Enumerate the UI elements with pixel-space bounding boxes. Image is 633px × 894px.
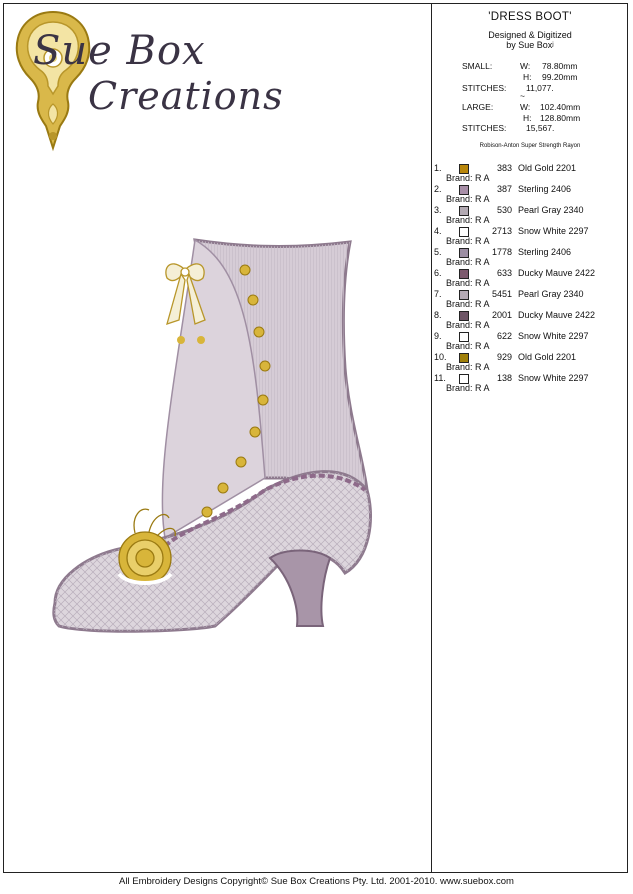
thread-name: Pearl Gray 2340 bbox=[518, 205, 584, 215]
logo-text-line1: Sue Box bbox=[33, 28, 206, 74]
thread-name: Snow White 2297 bbox=[518, 226, 589, 236]
large-stitches-label: STITCHES: bbox=[462, 123, 507, 133]
logo: Sue Box Creations bbox=[8, 8, 283, 158]
thread-name: Old Gold 2201 bbox=[518, 352, 577, 362]
thread-number: 2. bbox=[434, 184, 442, 194]
small-label: SMALL: bbox=[462, 61, 493, 71]
column-divider bbox=[431, 3, 432, 873]
thread-color-swatch bbox=[459, 353, 469, 363]
thread-name: Old Gold 2201 bbox=[518, 163, 577, 173]
thread-number: 1. bbox=[434, 163, 442, 173]
thread-code: 633 bbox=[496, 268, 512, 278]
thread-color-swatch bbox=[459, 290, 469, 300]
thread-code: 387 bbox=[496, 184, 512, 194]
thread-brand: Brand: R A bbox=[446, 173, 490, 183]
thread-name: Sterling 2406 bbox=[518, 247, 572, 257]
large-h-value: 128.80mm bbox=[540, 113, 581, 123]
thread-brand: Brand: R A bbox=[446, 362, 490, 372]
thread-brand-line: Robison-Anton Super Strength Rayon bbox=[479, 143, 581, 149]
thread-name: Snow White 2297 bbox=[518, 373, 589, 383]
thread-number: 7. bbox=[434, 289, 442, 299]
thread-code: 5451 bbox=[491, 289, 512, 299]
thread-code: 383 bbox=[496, 163, 512, 173]
thread-color-swatch bbox=[459, 311, 469, 321]
thread-brand: Brand: R A bbox=[446, 383, 490, 393]
thread-code: 622 bbox=[496, 331, 512, 341]
thread-number: 4. bbox=[434, 226, 442, 236]
thread-name: Pearl Gray 2340 bbox=[518, 289, 584, 299]
thread-color-swatch bbox=[459, 164, 469, 174]
large-label: LARGE: bbox=[462, 102, 494, 112]
thread-color-swatch bbox=[459, 185, 469, 195]
thread-number: 3. bbox=[434, 205, 442, 215]
large-stitches-value: 15,567. bbox=[526, 123, 555, 133]
design-title: 'DRESS BOOT' bbox=[488, 11, 572, 23]
thread-color-swatch bbox=[459, 248, 469, 258]
thread-brand: Brand: R A bbox=[446, 215, 490, 225]
copyright-footer: All Embroidery Designs Copyright© Sue Bo… bbox=[119, 876, 514, 887]
rosette bbox=[117, 508, 176, 585]
designed-by-line2: by Sue Boxʲ bbox=[506, 40, 554, 50]
small-w-value: 78.80mm bbox=[542, 61, 578, 71]
thread-code: 1778 bbox=[491, 247, 512, 257]
small-w-label: W: bbox=[520, 61, 531, 71]
small-h-value: 99.20mm bbox=[542, 72, 578, 82]
thread-brand: Brand: R A bbox=[446, 320, 490, 330]
page-border bbox=[3, 3, 628, 873]
thread-number: 6. bbox=[434, 268, 442, 278]
thread-code: 138 bbox=[496, 373, 512, 383]
thread-number: 10. bbox=[434, 352, 447, 362]
thread-number: 9. bbox=[434, 331, 442, 341]
thread-brand: Brand: R A bbox=[446, 236, 490, 246]
thread-color-swatch bbox=[459, 374, 469, 384]
thread-name: Ducky Mauve 2422 bbox=[518, 268, 596, 278]
designed-by-line1: Designed & Digitized bbox=[488, 30, 572, 40]
thread-color-swatch bbox=[459, 269, 469, 279]
thread-brand: Brand: R A bbox=[446, 278, 490, 288]
small-stitches-value: 11,077. bbox=[526, 83, 554, 93]
ornament-icon bbox=[15, 10, 91, 152]
thread-color-swatch bbox=[459, 227, 469, 237]
thread-number: 5. bbox=[434, 247, 442, 257]
thread-name: Snow White 2297 bbox=[518, 331, 589, 341]
thread-color-swatch bbox=[459, 332, 469, 342]
bow bbox=[165, 263, 206, 326]
thread-number: 11. bbox=[434, 373, 446, 383]
thread-code: 530 bbox=[496, 205, 512, 215]
small-stitches-label: STITCHES: bbox=[462, 83, 507, 93]
tilde-separator: ~ bbox=[520, 91, 525, 101]
logo-text-line2: Creations bbox=[88, 74, 284, 118]
thread-brand: Brand: R A bbox=[446, 194, 490, 204]
thread-color-swatch bbox=[459, 206, 469, 216]
small-h-label: H: bbox=[523, 72, 532, 82]
boot-illustration bbox=[52, 238, 373, 633]
thread-brand: Brand: R A bbox=[446, 341, 490, 351]
large-w-value: 102.40mm bbox=[540, 102, 581, 112]
large-h-label: H: bbox=[523, 113, 532, 123]
thread-name: Sterling 2406 bbox=[518, 184, 572, 194]
thread-brand: Brand: R A bbox=[446, 257, 490, 267]
thread-brand: Brand: R A bbox=[446, 299, 490, 309]
thread-number: 8. bbox=[434, 310, 442, 320]
large-w-label: W: bbox=[520, 102, 531, 112]
thread-code: 929 bbox=[496, 352, 512, 362]
thread-code: 2001 bbox=[491, 310, 512, 320]
thread-code: 2713 bbox=[491, 226, 512, 236]
info-panel: 'DRESS BOOT' Designed & Digitized by Sue… bbox=[432, 3, 628, 873]
thread-name: Ducky Mauve 2422 bbox=[518, 310, 596, 320]
